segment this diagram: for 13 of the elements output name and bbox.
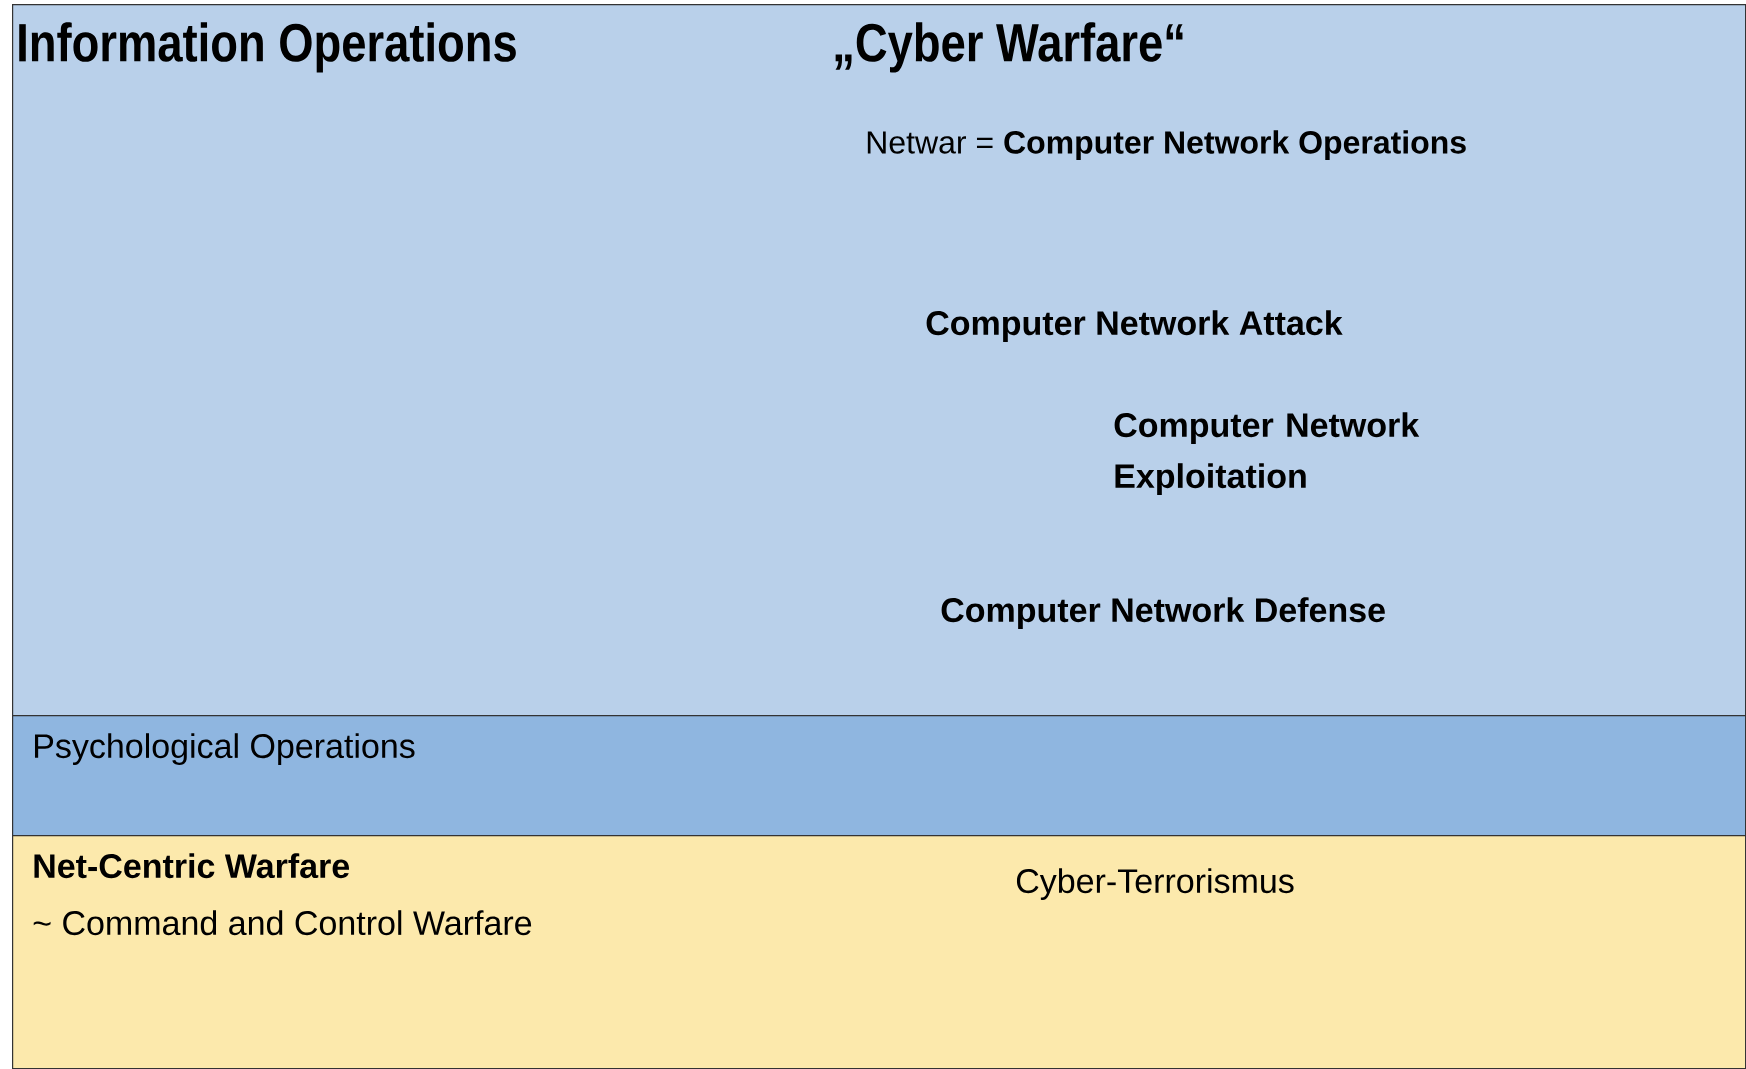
band-label: Computer Network Exploitation [1114, 412, 1420, 495]
band-label: Computer Network Attack [926, 310, 1343, 342]
band [12, 835, 1746, 1069]
band-label: Net-Centric Warfare [34, 853, 350, 879]
title: Information Operations [19, 22, 516, 73]
band-label: Computer Network Defense [941, 597, 1385, 629]
band-label: Netwar = Computer Network Operations [867, 130, 1466, 161]
band-label: ~ Command and Control Warfare [33, 910, 532, 936]
band [12, 715, 1746, 837]
band-label: Psychological Operations [35, 733, 415, 765]
band [12, 4, 1746, 717]
heading: „Cyber Warfare“ [835, 22, 1183, 73]
band-label: Cyber-Terrorismus [1016, 868, 1294, 900]
